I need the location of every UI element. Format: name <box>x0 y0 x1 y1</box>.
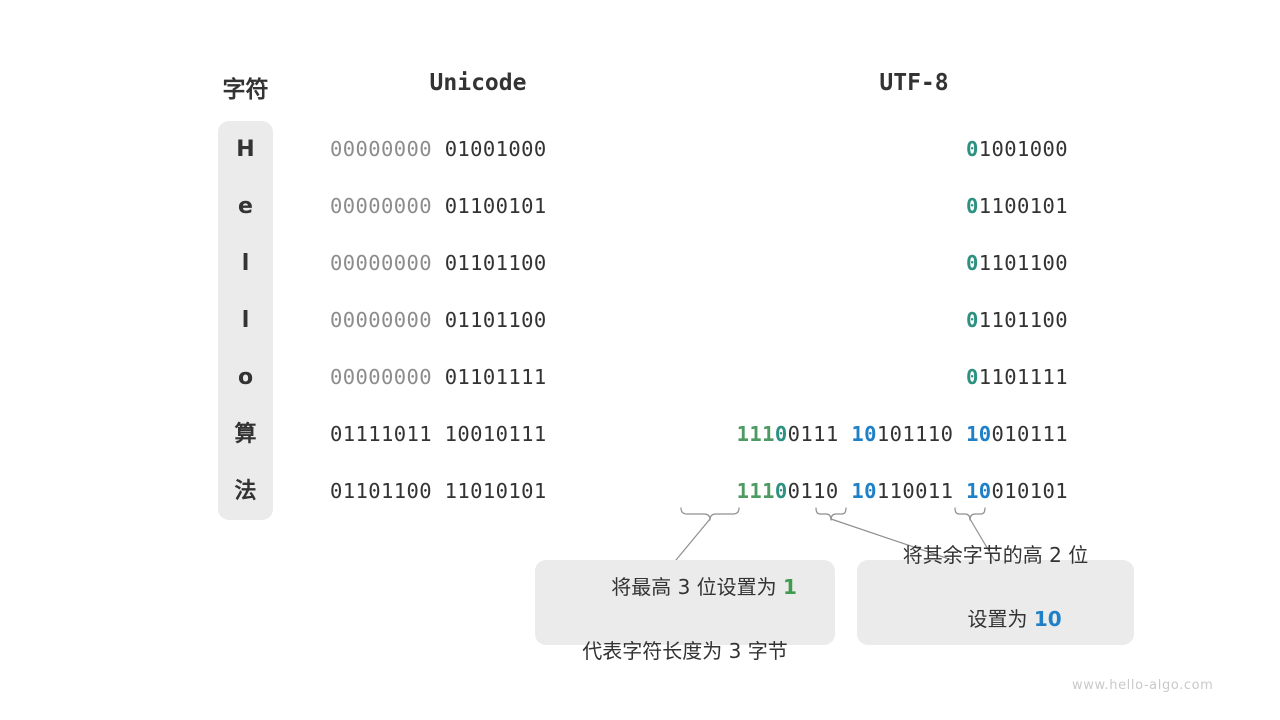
unicode-padding: 00000000 <box>330 194 445 218</box>
utf8-bits-plain: 1001000 <box>978 137 1068 161</box>
utf8-bits-plain: 0110 <box>787 479 852 503</box>
utf8-bits-teal: 0 <box>966 365 979 389</box>
unicode-padding: 00000000 <box>330 251 445 275</box>
utf8-bits-teal: 0 <box>966 308 979 332</box>
column-header-character: 字符 <box>222 77 269 103</box>
utf8-bits-green: 111 <box>736 479 775 503</box>
utf8-bits-blue: 10 <box>966 479 992 503</box>
note-1-line-1-text: 将最高 3 位设置为 <box>611 574 784 599</box>
utf8-cell: 01100101 <box>600 178 1068 235</box>
utf8-cell: 01101100 <box>600 235 1068 292</box>
unicode-value: 01100101 <box>444 194 547 218</box>
unicode-cell: 00000000 01001000 <box>330 121 626 178</box>
utf8-cell: 01101111 <box>600 349 1068 406</box>
unicode-padding: 00000000 <box>330 137 445 161</box>
note-2-highlight: 10 <box>1033 606 1062 631</box>
utf8-cell: 01001000 <box>600 121 1068 178</box>
utf8-bits-teal: 0 <box>966 137 979 161</box>
utf8-bits-plain: 101110 <box>876 422 967 446</box>
character-cell: l <box>241 308 250 333</box>
unicode-cell: 00000000 01101100 <box>330 292 626 349</box>
column-header-utf8: UTF-8 <box>879 70 949 96</box>
unicode-padding: 00000000 <box>330 365 445 389</box>
unicode-cell: 01101100 11010101 <box>330 463 626 520</box>
utf8-bits-blue: 10 <box>851 479 877 503</box>
unicode-cell: 01111011 10010111 <box>330 406 626 463</box>
utf8-bits-plain: 010111 <box>991 422 1068 446</box>
character-cell: l <box>241 251 250 276</box>
character-column-panel <box>218 121 273 520</box>
utf8-bits-blue: 10 <box>851 422 877 446</box>
unicode-cell: 00000000 01101100 <box>330 235 626 292</box>
unicode-value: 01001000 <box>444 137 547 161</box>
utf8-bits-teal: 0 <box>966 194 979 218</box>
utf8-bits-green: 111 <box>736 422 775 446</box>
utf8-bits-teal: 0 <box>966 251 979 275</box>
unicode-cell: 00000000 01100101 <box>330 178 626 235</box>
utf8-bits-plain: 110011 <box>876 479 967 503</box>
character-cell: e <box>238 194 253 219</box>
watermark: www.hello-algo.com <box>1072 678 1214 693</box>
column-header-unicode: Unicode <box>429 70 527 96</box>
unicode-padding: 00000000 <box>330 308 445 332</box>
continuation-byte-note: 将其余字节的高 2 位 设置为 10 <box>857 543 1134 645</box>
utf8-bits-teal: 0 <box>774 479 788 503</box>
utf8-bits-plain: 0111 <box>787 422 852 446</box>
utf8-bits-plain: 1101100 <box>978 308 1068 332</box>
unicode-value: 01101100 11010101 <box>330 479 547 503</box>
character-cell: 算 <box>234 422 257 447</box>
utf8-bits-blue: 10 <box>966 422 992 446</box>
note-1-line-1: 将最高 3 位设置为 1 <box>573 539 797 635</box>
unicode-cell: 00000000 01101111 <box>330 349 626 406</box>
character-cell: 法 <box>234 479 257 504</box>
note-2-line-2: 设置为 10 <box>929 571 1061 667</box>
utf8-bits-plain: 1101100 <box>978 251 1068 275</box>
utf8-bits-teal: 0 <box>774 422 788 446</box>
note-1-highlight: 1 <box>783 574 797 599</box>
note-2-line-1: 将其余字节的高 2 位 <box>902 542 1089 567</box>
utf8-cell: 11100110 10110011 10010101 <box>600 463 1068 520</box>
utf8-bits-plain: 010101 <box>991 479 1068 503</box>
utf8-bits-plain: 1101111 <box>978 365 1068 389</box>
unicode-value: 01101111 <box>444 365 547 389</box>
unicode-value: 01111011 10010111 <box>330 422 547 446</box>
note-2-line-2-text: 设置为 <box>967 606 1034 631</box>
note-1-line-2: 代表字符长度为 3 字节 <box>582 638 788 663</box>
utf8-bits-plain: 1100101 <box>978 194 1068 218</box>
unicode-value: 01101100 <box>444 251 547 275</box>
character-cell: o <box>237 365 254 390</box>
utf8-cell: 01101100 <box>600 292 1068 349</box>
leading-byte-note: 将最高 3 位设置为 1 代表字符长度为 3 字节 <box>535 560 835 663</box>
character-cell: H <box>236 137 255 162</box>
utf8-cell: 11100111 10101110 10010111 <box>600 406 1068 463</box>
unicode-value: 01101100 <box>444 308 547 332</box>
